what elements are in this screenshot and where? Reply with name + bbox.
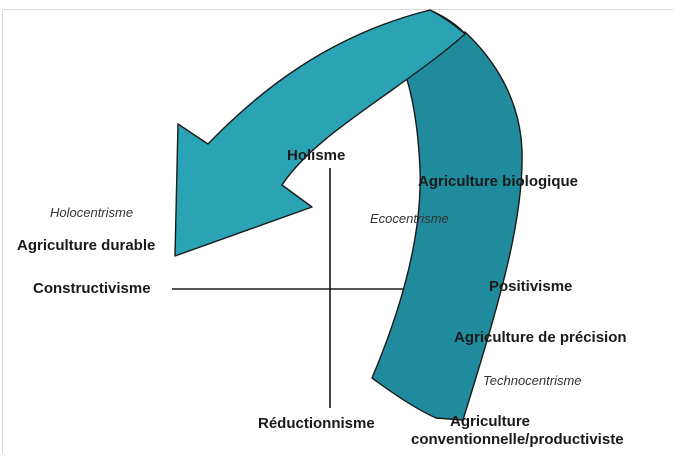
arrow-fold-line [429,9,466,35]
agriculture-conventionnelle-label-line2: conventionnelle/productiviste [411,431,624,448]
agriculture-precision-label: Agriculture de précision [454,329,627,346]
paradigm-technocentrisme: Technocentrisme [483,373,582,388]
agriculture-conventionnelle-label-line1: Agriculture [450,413,531,430]
arrow-band-back [371,31,523,421]
figure-frame [2,9,673,454]
paradigm-ecocentrisme: Ecocentrisme [370,211,449,226]
paradigm-holocentrisme: Holocentrisme [50,205,134,220]
axis-label-holisme: Holisme [287,147,346,164]
axis-label-constructivisme: Constructivisme [33,280,151,297]
axis-label-reductionnisme: Réductionnisme [258,415,375,432]
agriculture-biologique-label: Agriculture biologique [418,173,578,190]
agriculture-durable-label: Agriculture durable [17,237,156,254]
axis-label-positivisme: Positivisme [489,278,573,295]
